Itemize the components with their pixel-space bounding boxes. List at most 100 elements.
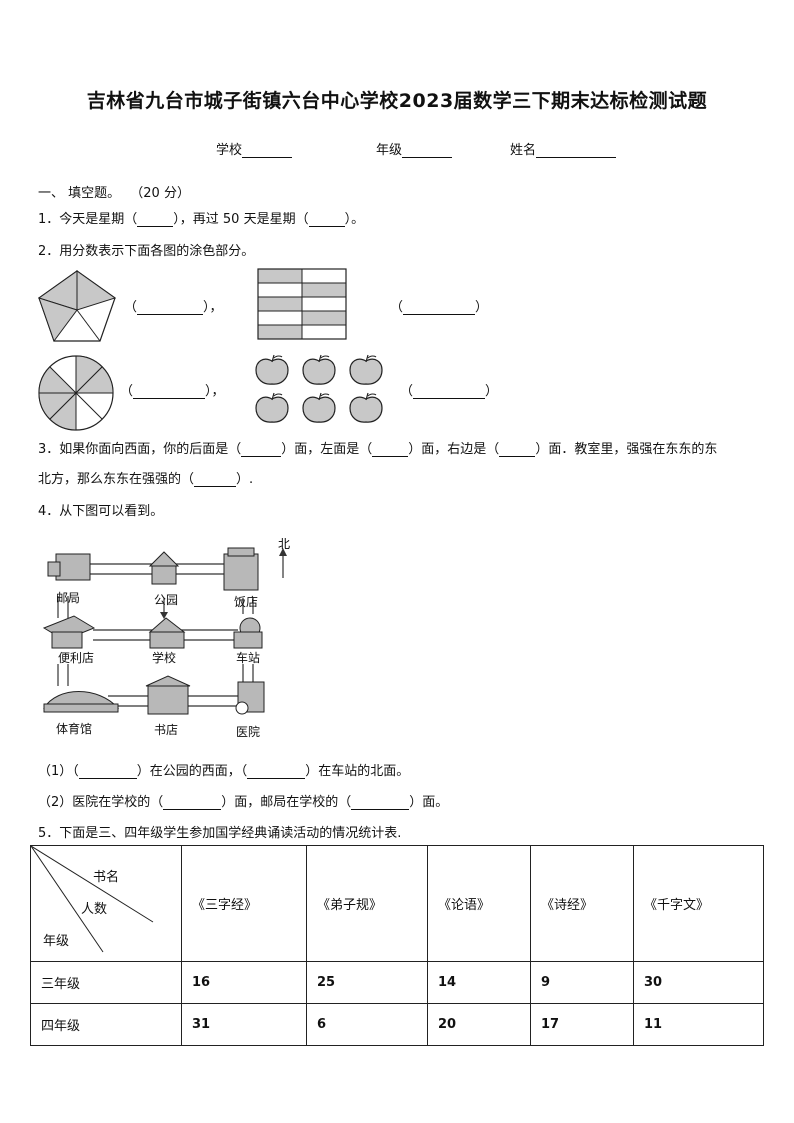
value-cell: 16 [181,961,307,1004]
pentagon-blank[interactable] [137,300,204,315]
q3-blank-3[interactable] [499,442,536,457]
apples-answer: （） [400,380,498,399]
q4-s2-blank-2[interactable] [351,795,410,810]
page-title: 吉林省九台市城子街镇六台中心学校2023届数学三下期末达标检测试题 [86,90,708,112]
q1-text-a: 1．今天是星期（ [38,212,138,227]
north-label: 北 [278,537,290,551]
name-blank[interactable] [536,144,617,158]
diagonal-lines [31,846,154,953]
post-office-icon [55,553,91,581]
q3-text-c: ）面，右边是（ [408,442,500,457]
map-label-hospital: 医院 [236,725,260,739]
grid-blank[interactable] [403,300,476,315]
diagonal-header-cell: 书名 人数 年级 [30,845,182,962]
apple-icon [302,354,336,385]
q1-blank-1[interactable] [137,212,174,227]
apples-blank[interactable] [413,384,486,399]
section-heading: 一、 填空题。 （20 分） [38,182,190,201]
q3-blank-2[interactable] [372,442,409,457]
paren-open: （ [120,384,134,399]
question-1: 1．今天是星期（ ），再过 50 天是星期（ ）。 [38,208,364,227]
circle-figure [38,355,114,431]
map-label-stadium: 体育馆 [56,721,92,736]
paren-close: ） [205,384,212,399]
question-3-line-1: 3．如果你面向西面，你的后面是（ ）面，左面是（ ）面，右边是（ ）面．教室里，强强在… [38,438,758,457]
name-label: 姓名 [510,143,537,158]
q3-blank-1[interactable] [241,442,282,457]
comma: ， [209,300,223,315]
value-cell: 9 [530,961,634,1004]
q3-text-e: 北方，那么东东在强强的（ [38,472,195,487]
q3-text-b: ）面，左面是（ [281,442,373,457]
value-cell: 20 [427,1003,531,1046]
value-cell: 31 [181,1003,307,1046]
map-label-convenience-store: 便利店 [58,651,94,665]
book-header: 《论语》 [427,845,531,962]
question-2: 2．用分数表示下面各图的涂色部分。 [38,244,255,259]
q4-s2-text-a: （2）医院在学校的（ [38,795,164,810]
school-field: 学校 [216,139,293,158]
q3-blank-4[interactable] [194,472,237,487]
school-label: 学校 [216,143,243,158]
grade-cell: 四年级 [30,1003,182,1046]
value-cell: 17 [530,1003,634,1046]
table-header-row: 书名 人数 年级 《三字经》 《弟子规》 《论语》 《诗经》 《千字文》 [30,845,764,962]
apple-icon [349,354,383,385]
value-cell: 25 [306,961,428,1004]
bookstore-icon [147,685,189,715]
q1-text-c: ）。 [344,212,365,227]
question-4-sub-1: （1）（）在公园的西面，（）在车站的北面。 [38,760,409,779]
question-4: 4．从下图可以看到。 [38,504,164,519]
q4-s1-blank-2[interactable] [247,764,306,779]
header-count: 人数 [81,902,108,917]
map-label-park: 公园 [154,593,178,607]
q1-text-b: ），再过 50 天是星期（ [173,212,309,227]
grade-blank[interactable] [402,144,453,158]
value-cell: 14 [427,961,531,1004]
table-row: 四年级 31 6 20 17 11 [30,1003,764,1046]
grade-label: 年级 [376,143,403,158]
book-header: 《诗经》 [530,845,634,962]
apple-icon [302,392,336,423]
paren-open: （ [390,300,404,315]
school-icon [148,617,186,633]
q4-s2-text-b: ）面，邮局在学校的（ [221,795,352,810]
map-label-bookstore: 书店 [154,723,178,737]
reading-stats-table: 书名 人数 年级 《三字经》 《弟子规》 《论语》 《诗经》 《千字文》 三年级… [30,845,764,1046]
q3-text-a: 3．如果你面向西面，你的后面是（ [38,442,242,457]
book-header: 《千字文》 [633,845,764,962]
value-cell: 30 [633,961,764,1004]
paren-close: ） [475,300,489,315]
grade-cell: 三年级 [30,961,182,1004]
map-label-restaurant: 饭店 [234,595,258,609]
q4-s2-blank-1[interactable] [163,795,222,810]
circle-blank[interactable] [133,384,206,399]
grid-answer: （） [390,296,488,315]
question-4-sub-2: （2）医院在学校的（ ）面，邮局在学校的（ ）面。 [38,791,448,810]
q4-s1-blank-1[interactable] [78,764,137,779]
q4-s1-text-c: ）在车站的北面。 [305,764,410,779]
q4-s1-text-b: ）在公园的西面，（ [136,764,248,779]
paren-close: ） [485,384,499,399]
book-header: 《三字经》 [181,845,307,962]
q3-text-d: ）面．教室里，强强在东东的东 [535,442,718,457]
question-5: 5．下面是三、四年级学生参加国学经典诵读活动的情况统计表. [38,826,402,841]
q1-blank-2[interactable] [308,212,345,227]
pentagon-figure [37,270,117,343]
paren-open: （ [400,384,414,399]
circle-answer: （ ）， [120,380,225,399]
restaurant-icon [223,553,259,591]
apple-icon [349,392,383,423]
map-label-post-office: 邮局 [56,591,80,605]
header-book: 书名 [93,870,120,885]
section-title: 一、 填空题。 [38,186,121,201]
town-map: 北 邮局 公园 饭店 便利店 学校 车站 体育馆 [42,537,290,739]
q3-text-f: ）. [236,472,254,487]
section-score: （20 分） [130,186,190,201]
value-cell: 11 [633,1003,764,1046]
school-blank[interactable] [242,144,293,158]
q4-s2-text-c: ）面。 [409,795,449,810]
comma: ， [211,384,225,399]
question-3-line-2: 北方，那么东东在强强的（ ）. [38,468,253,487]
park-icon [148,551,180,567]
